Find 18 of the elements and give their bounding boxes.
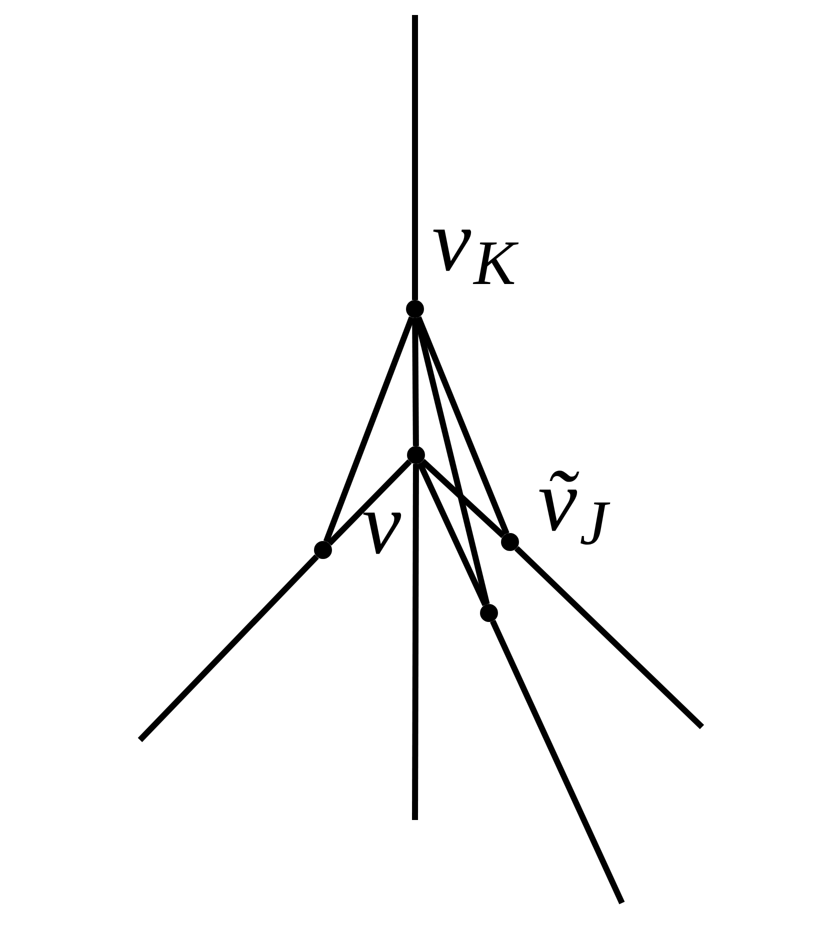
edge-line [138, 554, 319, 742]
vertex-dot [406, 300, 424, 318]
edge-line [420, 458, 506, 538]
vertex-dot [407, 446, 425, 464]
edge-line [514, 546, 704, 730]
edge-line [412, 464, 419, 820]
vertex-label: ṽ$_{J}$ [538, 458, 608, 546]
vertex-label: v$_{K}$ [432, 198, 516, 286]
vertex-dot [501, 533, 519, 551]
edge-line [323, 316, 415, 543]
vertex-dot [480, 604, 498, 622]
edge-line [327, 459, 412, 546]
vertex-dot [314, 541, 332, 559]
edge-line [412, 15, 418, 300]
edge-line [412, 318, 419, 446]
edge-line [490, 620, 625, 904]
edge-line [417, 462, 488, 606]
vertex-label: v [362, 481, 402, 569]
